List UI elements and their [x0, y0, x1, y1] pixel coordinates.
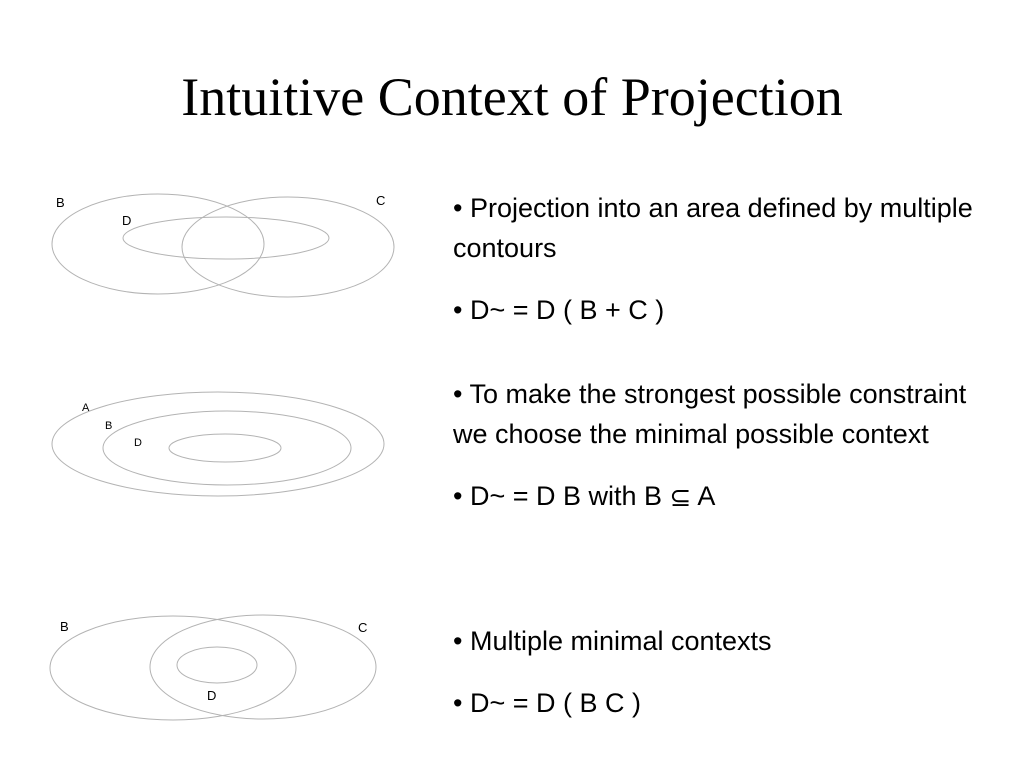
contour-b — [49, 615, 297, 721]
bullet-group-multiple-minimal: • Multiple minimal contexts • D~ = D ( B… — [453, 621, 993, 745]
contour-c — [149, 614, 377, 720]
bullet-group-multiple-contours: • Projection into an area defined by mul… — [453, 188, 993, 352]
formula-suffix: A — [691, 481, 716, 511]
label-c: C — [376, 193, 385, 208]
label-d: D — [134, 437, 142, 449]
bullet-multiple-minimal-contexts: • Multiple minimal contexts — [453, 626, 772, 656]
contour-c — [181, 196, 395, 298]
bullet-formula-sum: • D~ = D ( B + C ) — [453, 295, 665, 325]
formula-prefix: • D~ = D B with B — [453, 481, 670, 511]
label-b: B — [56, 195, 65, 210]
label-d: D — [122, 213, 131, 228]
contour-b — [51, 193, 265, 295]
contour-a — [51, 391, 385, 497]
bullet-group-minimal-context: • To make the strongest possible constra… — [453, 374, 993, 538]
subset-symbol: ⊆ — [669, 482, 692, 512]
slide-title: Intuitive Context of Projection — [181, 67, 843, 127]
contour-d — [122, 216, 330, 260]
bullet-formula-subset: • D~ = D B with B ⊆ A — [453, 476, 993, 516]
diagram-nested-contours: A B D — [51, 391, 385, 497]
label-b: B — [60, 619, 69, 634]
contour-b — [102, 410, 352, 486]
label-d: D — [207, 688, 216, 703]
diagram-overlapping-contours: B C D — [51, 193, 395, 298]
bullet-strongest-constraint: • To make the strongest possible constra… — [453, 379, 967, 449]
label-b: B — [105, 420, 112, 432]
bullet-formula-intersection: • D~ = D ( B C ) — [453, 688, 641, 718]
label-a: A — [82, 402, 90, 414]
bullet-projection-description: • Projection into an area defined by mul… — [453, 193, 973, 263]
contour-d — [176, 646, 258, 684]
diagram-intersection-contours: B C D — [49, 614, 377, 721]
contour-d — [168, 433, 282, 463]
label-c: C — [358, 620, 367, 635]
